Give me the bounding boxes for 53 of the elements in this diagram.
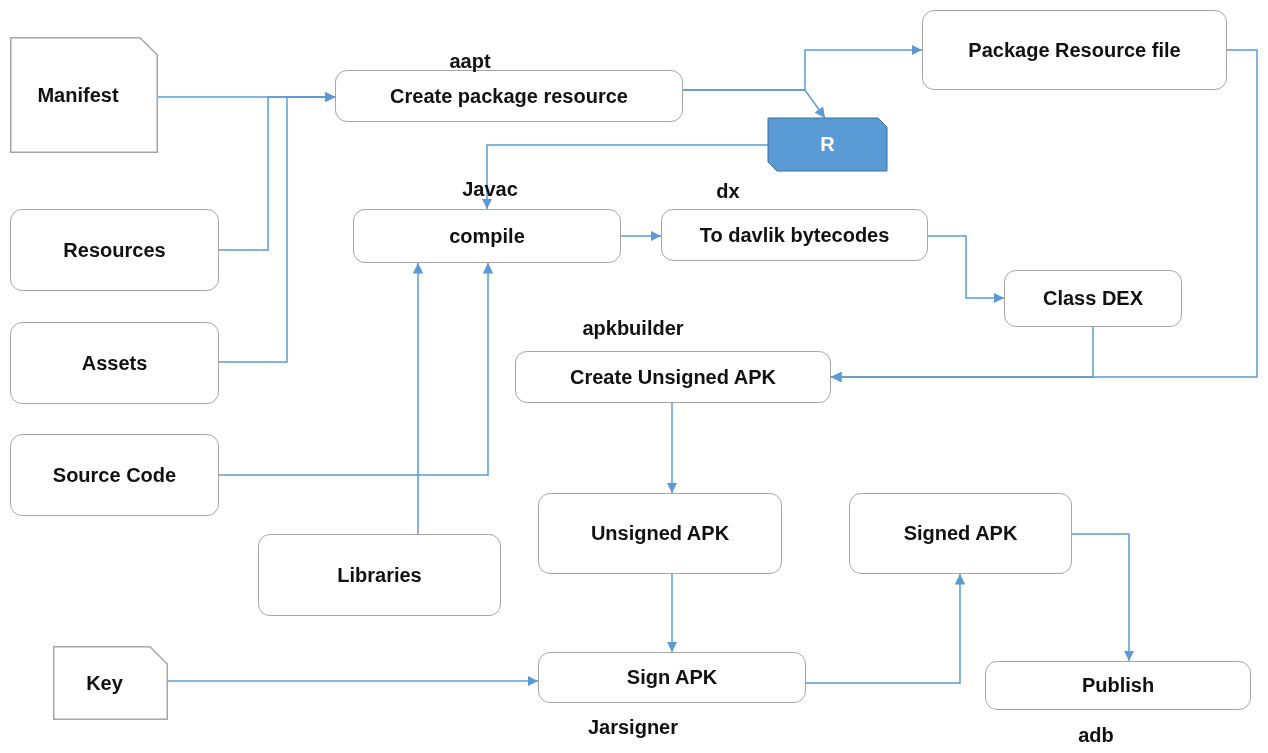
node-label: Resources — [63, 238, 166, 262]
process-box — [258, 534, 501, 616]
node-label: Sign APK — [626, 666, 718, 689]
document-shape — [53, 646, 168, 720]
node-label: Create package resource — [390, 84, 628, 108]
arrow — [167, 675, 539, 687]
process-box — [661, 209, 928, 261]
arrow — [481, 144, 769, 210]
document-shape — [10, 37, 158, 153]
arrow — [218, 91, 336, 363]
process-box — [335, 70, 683, 122]
tool-label: aapt — [449, 50, 491, 73]
tool-label: Jarsigner — [587, 716, 679, 739]
arrow — [682, 89, 826, 119]
process-box — [10, 434, 219, 516]
tool-label: adb — [1078, 724, 1114, 747]
process-box — [985, 661, 1251, 710]
tool-label: dx — [716, 180, 740, 203]
node-label: Assets — [81, 351, 148, 375]
node-label: Key — [86, 671, 123, 695]
arrow — [805, 573, 966, 684]
arrow — [1071, 533, 1135, 662]
node-label: Create Unsigned APK — [570, 365, 776, 389]
process-box — [922, 10, 1227, 90]
process-box — [515, 351, 831, 403]
arrow — [666, 402, 678, 494]
tool-label: apkbuilder — [582, 317, 684, 340]
node-label: Publish — [1081, 674, 1155, 697]
node-label: Manifest — [37, 83, 119, 107]
process-box — [849, 493, 1072, 574]
process-box — [538, 493, 782, 574]
tag-shape — [768, 118, 887, 171]
arrow — [620, 230, 662, 242]
arrow — [927, 235, 1005, 304]
arrow — [830, 49, 1258, 383]
node-label: Source Code — [52, 463, 177, 487]
node-label: compile — [449, 224, 525, 248]
node-label: Unsigned APK — [590, 522, 730, 545]
process-box — [353, 209, 621, 263]
process-box — [538, 652, 806, 703]
arrow — [412, 262, 424, 535]
node-label: R — [820, 133, 835, 156]
node-label: Package Resource file — [968, 38, 1181, 62]
arrow — [218, 262, 494, 476]
node-label: Class DEX — [1042, 287, 1144, 310]
process-box — [10, 322, 219, 404]
process-box — [1004, 270, 1182, 327]
node-label: Signed APK — [903, 522, 1018, 545]
node-label: Libraries — [337, 563, 422, 587]
arrow — [666, 573, 678, 653]
tool-label: Javac — [462, 178, 518, 201]
process-box — [10, 209, 219, 291]
node-label: To davlik bytecodes — [699, 223, 890, 247]
